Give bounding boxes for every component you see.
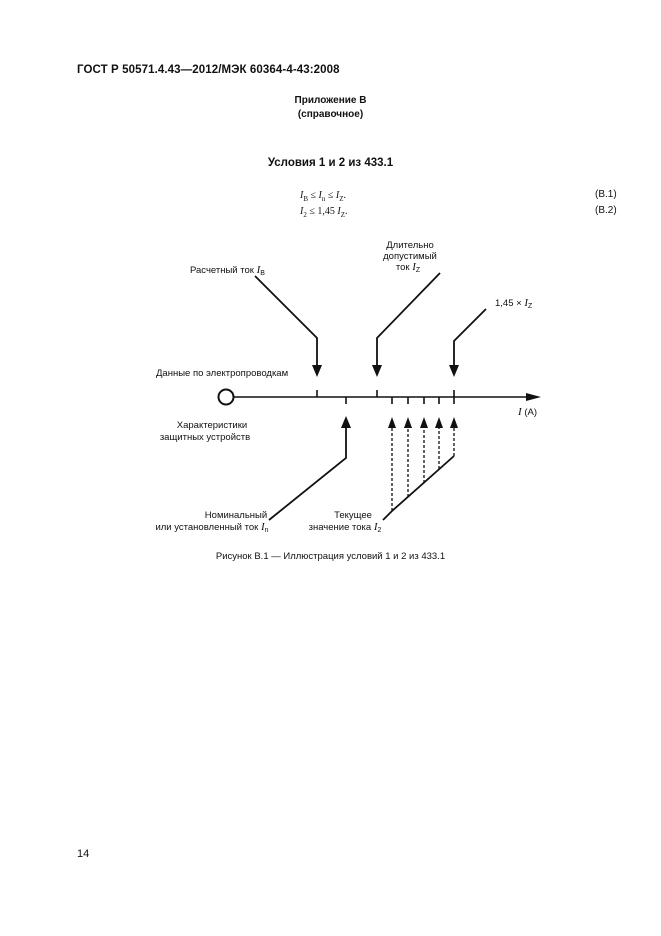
label-operating-line1: Текущее (334, 510, 372, 521)
section-title: Условия 1 и 2 из 433.1 (267, 157, 394, 169)
axis-arrowhead (526, 393, 541, 401)
label-145-iz: 1,45 × IZ (495, 297, 533, 310)
arrow-permissible-current (372, 272, 441, 377)
annex-title: Приложение В (294, 95, 367, 106)
axis-origin-circle (217, 388, 235, 406)
arrow-design-current (254, 275, 322, 377)
figure-caption: Рисунок В.1 — Иллюстрация условий 1 и 2 … (215, 551, 446, 562)
axis-label: I (A) (517, 406, 537, 418)
formula-b2: I2 ≤ 1,45 IZ. (300, 206, 348, 219)
label-design-current: Расчетный ток IB (190, 264, 265, 277)
label-permissible-line2: допустимый (383, 251, 437, 262)
annex-subtitle: (справочное) (297, 109, 364, 120)
label-device-line1: Характеристики (177, 420, 247, 431)
arrow-nominal-current (268, 416, 351, 521)
formula-b1: IB ≤ In ≤ IZ. (300, 190, 346, 203)
label-permissible-line1: Длительно (386, 240, 434, 251)
formula-b2-number: (В.2) (595, 205, 617, 216)
label-operating-line2: значение тока I2 (309, 521, 382, 534)
current-axis (217, 388, 541, 406)
label-device-line2: защитных устройств (160, 432, 250, 443)
figure-b1-diagram: Расчетный ток IB Длительно допустимый то… (155, 240, 541, 534)
label-nominal-line1: Номинальный (205, 510, 267, 521)
arrow-145-iz (449, 308, 487, 377)
arrow-operating-current (382, 417, 458, 521)
label-permissible-line3: ток IZ (396, 261, 421, 274)
document-header: ГОСТ Р 50571.4.43—2012/МЭК 60364-4-43:20… (77, 64, 340, 76)
label-nominal-line2: или установленный ток In (155, 521, 268, 534)
page-number: 14 (77, 848, 90, 860)
label-conductor-data: Данные по электропроводкам (156, 368, 288, 379)
formula-b1-number: (В.1) (595, 189, 617, 200)
